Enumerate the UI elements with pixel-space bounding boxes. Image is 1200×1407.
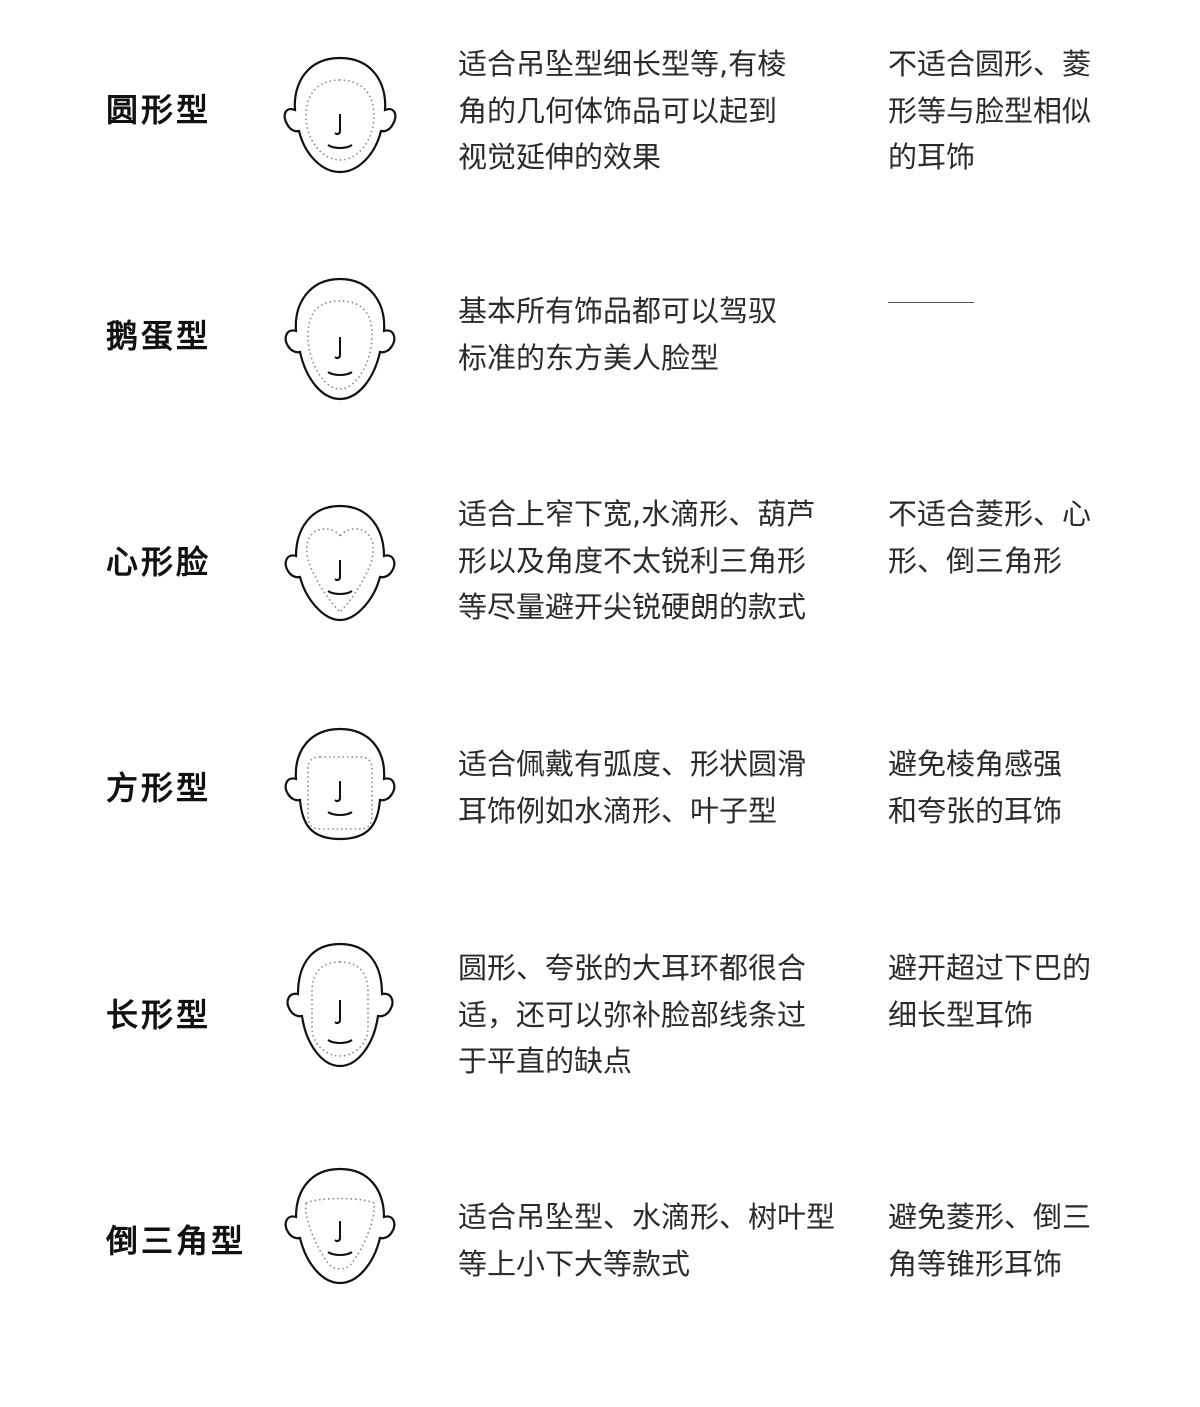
avoid-text: 避免菱形、倒三 角等锥形耳饰 xyxy=(888,1200,1092,1281)
suitable-text: 适合吊坠型细长型等,有棱 角的几何体饰品可以起到 视觉延伸的效果 xyxy=(458,47,787,174)
none-dash xyxy=(888,302,974,303)
face-shape-name: 方形型 xyxy=(106,769,212,807)
face-shape-name: 长形型 xyxy=(106,996,212,1034)
suitable-text: 适合吊坠型、水滴形、树叶型 等上小下大等款式 xyxy=(458,1200,836,1281)
avoid-text: 不适合圆形、菱 形等与脸型相似 的耳饰 xyxy=(888,47,1092,174)
suitable-text: 适合上窄下宽,水滴形、葫芦 形以及角度不太锐利三角形 等尽量避开尖锐硬朗的款式 xyxy=(458,497,816,624)
square-face-icon xyxy=(284,727,396,841)
avoid-text: 不适合菱形、心 形、倒三角形 xyxy=(888,497,1092,578)
inverted-triangle-face-icon xyxy=(284,1167,396,1285)
round-face-icon xyxy=(283,56,397,174)
suitable-text: 适合佩戴有弧度、形状圆滑 耳饰例如水滴形、叶子型 xyxy=(458,747,807,828)
suitable-text: 基本所有饰品都可以驾驭 标准的东方美人脸型 xyxy=(458,294,778,375)
heart-face-icon xyxy=(284,504,396,622)
avoid-text: 避免棱角感强 和夸张的耳饰 xyxy=(888,747,1063,828)
suitable-text: 圆形、夸张的大耳环都很合 适，还可以弥补脸部线条过 于平直的缺点 xyxy=(458,951,807,1078)
face-shape-name: 心形脸 xyxy=(106,543,212,581)
long-face-icon xyxy=(286,942,394,1068)
face-shape-name: 鹅蛋型 xyxy=(106,317,212,355)
avoid-text: 避开超过下巴的 细长型耳饰 xyxy=(888,951,1092,1032)
face-shape-name: 圆形型 xyxy=(106,91,212,129)
oval-face-icon xyxy=(284,277,396,401)
face-shape-name: 倒三角型 xyxy=(106,1222,247,1260)
